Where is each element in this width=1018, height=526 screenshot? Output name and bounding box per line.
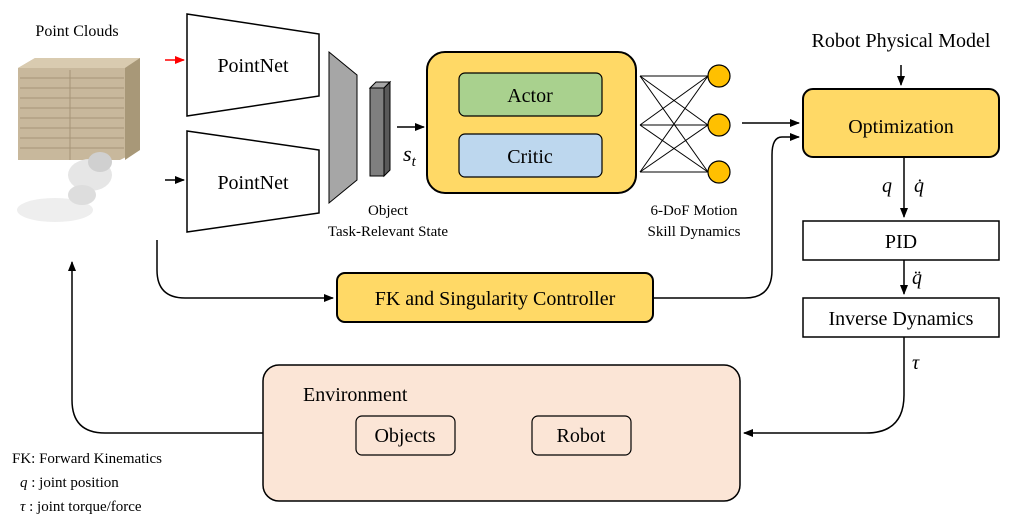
pointnet-encoder-top xyxy=(186,13,320,117)
legend-q: q : joint position xyxy=(20,475,119,491)
qdot-label: q̇ xyxy=(914,175,924,197)
inverse-dynamics-label: Inverse Dynamics xyxy=(829,308,974,330)
state-vector xyxy=(368,80,392,178)
dynamics-caption-line1: 6-DoF Motion xyxy=(650,203,738,219)
output-node-3 xyxy=(707,160,731,184)
pid-box xyxy=(802,220,1000,261)
pointcloud-to-controller-arrow xyxy=(156,240,334,302)
point-clouds-label: Point Clouds xyxy=(35,23,118,40)
critic-box xyxy=(458,133,603,178)
inverse-dynamics-box xyxy=(802,297,1000,338)
pointnet-bottom-label: PointNet xyxy=(217,172,289,194)
pid-label: PID xyxy=(885,231,917,253)
critic-label: Critic xyxy=(507,146,553,168)
output-connections xyxy=(639,75,709,173)
torque-to-environment-arrow xyxy=(743,337,905,437)
state-symbol: st xyxy=(403,141,417,170)
controller-to-optimization-arrow xyxy=(653,133,800,299)
objects-box xyxy=(355,415,456,456)
point-cloud-image xyxy=(17,58,140,222)
legend-tau: τ : joint torque/force xyxy=(20,499,142,515)
optimization-box xyxy=(802,88,1000,158)
robot-box xyxy=(531,415,632,456)
pointnet-encoder-bottom xyxy=(186,130,320,233)
state-caption-line1: Object xyxy=(368,203,409,219)
fk-controller-label: FK and Singularity Controller xyxy=(375,288,616,310)
dynamics-caption-line2: Skill Dynamics xyxy=(648,224,741,240)
objects-label: Objects xyxy=(374,425,435,447)
pointnet-top-label: PointNet xyxy=(217,55,289,77)
qddot-label: q̈ xyxy=(912,267,922,289)
actor-box xyxy=(458,72,603,117)
environment-title: Environment xyxy=(303,384,408,406)
q-label: q xyxy=(882,175,892,197)
robot-physical-model-title: Robot Physical Model xyxy=(812,30,991,52)
optimization-label: Optimization xyxy=(848,116,954,138)
state-caption-line2: Task-Relevant State xyxy=(328,224,449,240)
fusion-layer xyxy=(328,50,358,205)
legend: FK: Forward Kinematics q : joint positio… xyxy=(12,451,162,515)
fk-singularity-controller xyxy=(336,272,654,323)
output-node-2 xyxy=(707,113,731,137)
legend-fk: FK: Forward Kinematics xyxy=(12,451,162,467)
output-node-1 xyxy=(707,64,731,88)
robot-label: Robot xyxy=(557,425,606,447)
actor-label: Actor xyxy=(507,85,553,107)
tau-label: τ xyxy=(912,352,920,374)
environment-to-pointcloud-arrow xyxy=(68,261,263,434)
